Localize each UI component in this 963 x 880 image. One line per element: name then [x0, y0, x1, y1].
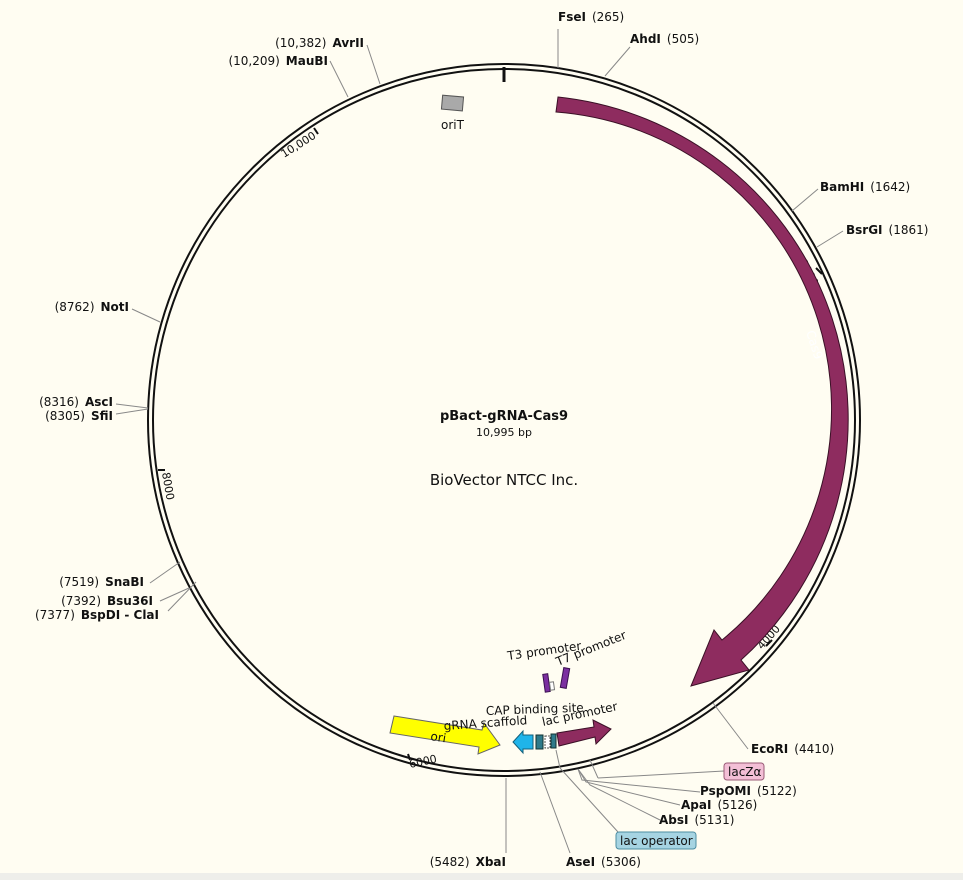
lac-operator-label: lac operator: [620, 834, 693, 848]
grna-scaffold-label: gRNA scaffold: [443, 713, 527, 733]
site-asci: (8316)AscI: [39, 395, 113, 409]
site-fsei: FseI(265): [558, 10, 624, 24]
feature-cap-binding-site[interactable]: CAP binding site: [486, 701, 584, 750]
cap-binding-site-label: CAP binding site: [486, 701, 584, 718]
site-ecori: EcoRI(4410): [751, 742, 834, 756]
feature-lacz-alpha[interactable]: lacZα: [589, 759, 765, 781]
lacz-alpha-label: lacZα: [728, 765, 762, 779]
feature-t3-promoter[interactable]: T3 promoter: [505, 639, 582, 693]
plasmid-backbone: [147, 63, 861, 777]
orit-label: oriT: [441, 118, 465, 132]
site-bsrgi: BsrGI(1861): [846, 223, 928, 237]
plasmid-size: 10,995 bp: [476, 426, 532, 439]
feature-cas9[interactable]: Cas9: [555, 96, 849, 687]
site-sfii: (8305)SfiI: [45, 409, 113, 423]
feature-lac-operator[interactable]: lac operator: [555, 749, 697, 850]
feature-ori[interactable]: ori: [389, 715, 501, 755]
site-snabi: (7519)SnaBI: [59, 575, 144, 589]
site-labels: FseI(265) AhdI(505) BamHI(1642) BsrGI(18…: [35, 10, 928, 869]
site-pspomi: PspOMI(5122): [700, 784, 797, 798]
feature-orit[interactable]: oriT: [440, 94, 465, 132]
company-name: BioVector NTCC Inc.: [430, 471, 578, 489]
tick-label-10000: 10,000: [279, 129, 319, 160]
site-leader-lines: [115, 29, 844, 854]
feature-grna-scaffold[interactable]: gRNA scaffold: [443, 713, 534, 755]
site-bspdi-clai: (7377)BspDI - ClaI: [35, 608, 159, 622]
bottom-scrollbar-track: [0, 873, 963, 880]
site-bamhi: BamHI(1642): [820, 180, 910, 194]
site-absi: AbsI(5131): [659, 813, 734, 827]
feature-t7-promoter[interactable]: T7 promoter: [553, 628, 628, 689]
site-bsu36i: (7392)Bsu36I: [61, 594, 153, 608]
site-ahdi: AhdI(505): [630, 32, 699, 46]
site-apai: ApaI(5126): [681, 798, 757, 812]
site-avrii: (10,382)AvrII: [275, 36, 364, 50]
site-noti: (8762)NotI: [55, 300, 129, 314]
tick-label-6000: 6000: [408, 752, 438, 771]
site-asei: AseI(5306): [566, 855, 641, 869]
site-maubi: (10,209)MauBI: [228, 54, 328, 68]
ori-label: ori: [430, 729, 448, 745]
tick-label-8000: 8000: [159, 471, 177, 501]
plasmid-name: pBact-gRNA-Cas9: [440, 409, 568, 424]
site-xbai: (5482)XbaI: [430, 855, 506, 869]
